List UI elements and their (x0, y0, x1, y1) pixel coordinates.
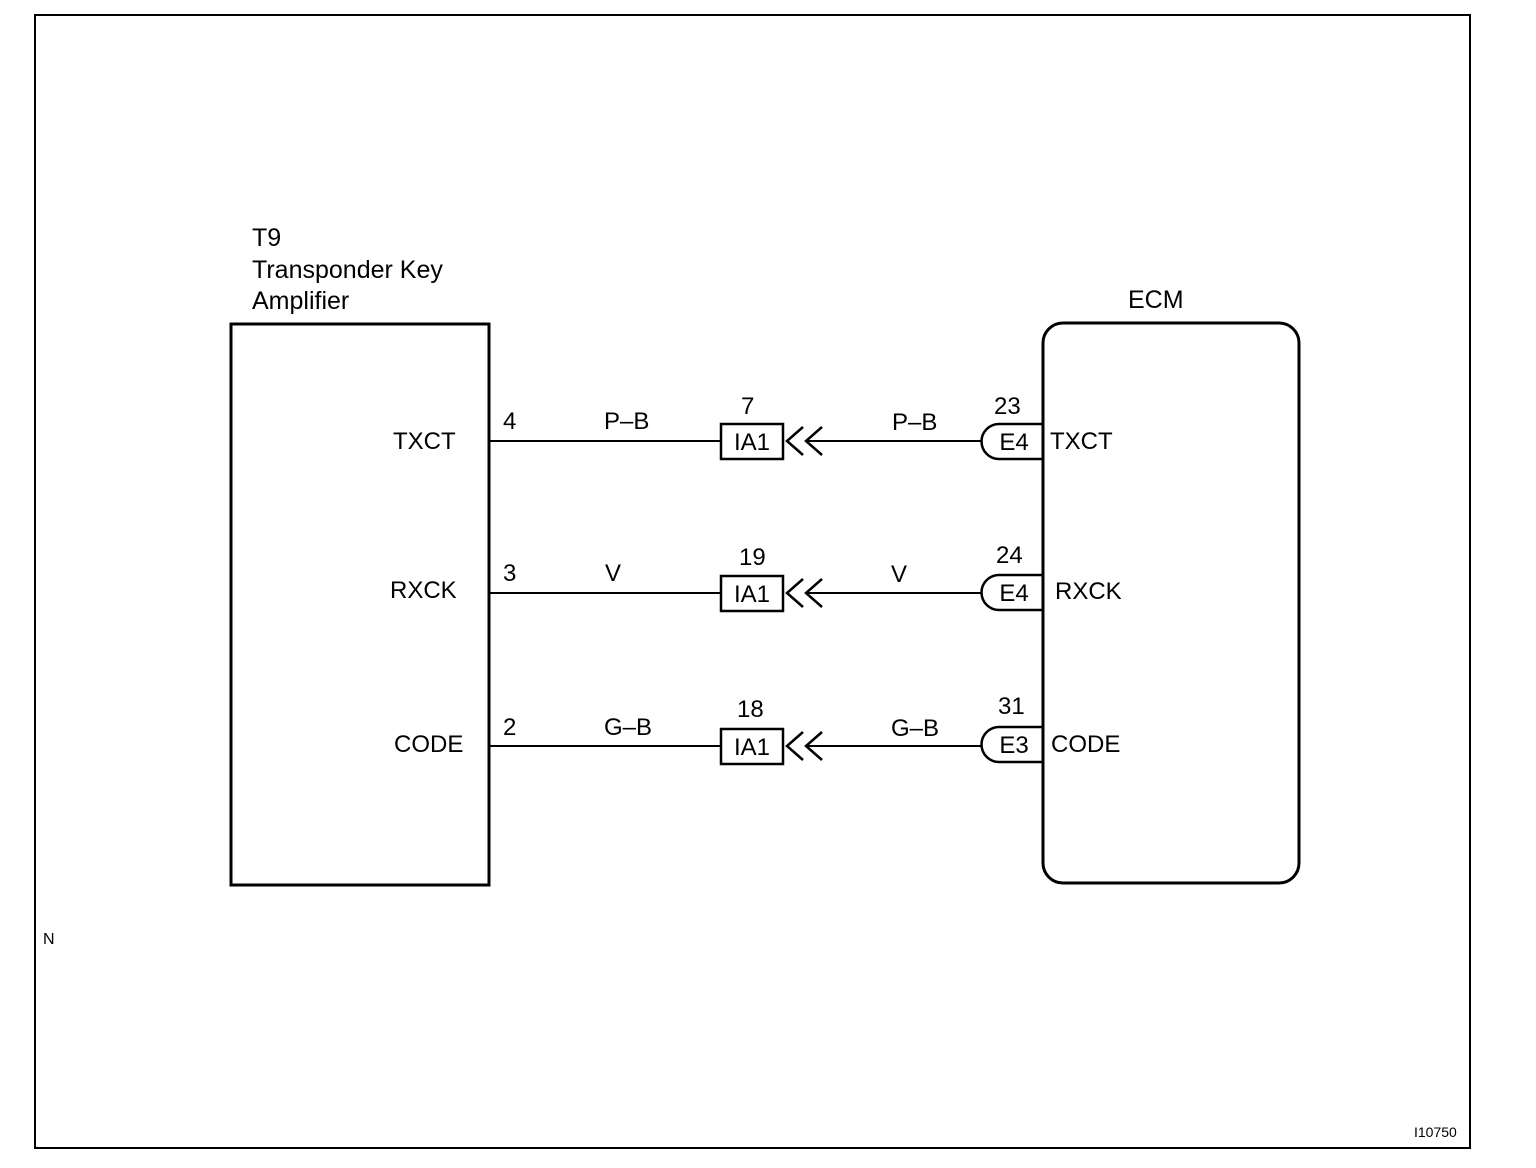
amp-pin-number: 3 (503, 560, 516, 587)
ecm-connector-oval (980, 725, 1043, 764)
ecm-connector-label: E3 (999, 732, 1028, 759)
wire-color-left: V (605, 560, 621, 587)
corner-mark: N (43, 931, 55, 948)
circuit-code: CODE 2 G–B 18 IA1 G–B 31 E3 CODE (394, 693, 1120, 766)
junction-connector-box (719, 422, 785, 461)
amp-signal-label: CODE (394, 731, 463, 758)
ecm-pin-number: 31 (998, 693, 1025, 720)
junction-pin-number: 18 (737, 696, 764, 723)
ecm-signal-label: TXCT (1050, 428, 1113, 455)
ecm-pin-number: 23 (994, 393, 1021, 420)
amplifier-box (229, 322, 491, 887)
wire-color-left: G–B (604, 714, 652, 741)
wire-color-right: V (891, 561, 907, 588)
diagram-frame (34, 14, 1471, 1149)
amplifier-name-line1: Transponder Key (252, 256, 443, 284)
amplifier-code: T9 (252, 224, 281, 252)
wire-color-right: G–B (891, 715, 939, 742)
wire-color-left: P–B (604, 408, 649, 435)
junction-connector-label: IA1 (734, 429, 770, 456)
junction-pin-number: 19 (739, 544, 766, 571)
wire-color-right: P–B (892, 409, 937, 436)
amp-signal-label: RXCK (390, 577, 457, 604)
junction-connector-label: IA1 (734, 734, 770, 761)
ecm-box (1041, 321, 1301, 885)
junction-pin-number: 7 (741, 393, 754, 420)
amplifier-name-line2: Amplifier (252, 287, 349, 315)
amp-pin-number: 4 (503, 408, 516, 435)
ecm-signal-label: RXCK (1055, 578, 1122, 605)
circuit-rxck: RXCK 3 V 19 IA1 V 24 E4 RXCK (390, 542, 1122, 613)
ecm-connector-label: E4 (999, 429, 1028, 456)
circuit-txct: TXCT 4 P–B 7 IA1 P–B 23 E4 TXCT (393, 393, 1113, 461)
junction-connector-box (719, 727, 785, 766)
ecm-signal-label: CODE (1051, 731, 1120, 758)
figure-id: I10750 (1414, 1124, 1457, 1140)
ecm-connector-oval (980, 422, 1043, 461)
junction-connector-box (719, 574, 785, 613)
ecm-connector-label: E4 (999, 580, 1028, 607)
junction-connector-label: IA1 (734, 581, 770, 608)
ecm-label: ECM (1128, 286, 1184, 314)
amp-signal-label: TXCT (393, 428, 456, 455)
ecm-pin-number: 24 (996, 542, 1023, 569)
amp-pin-number: 2 (503, 714, 516, 741)
ecm-connector-oval (980, 573, 1043, 612)
